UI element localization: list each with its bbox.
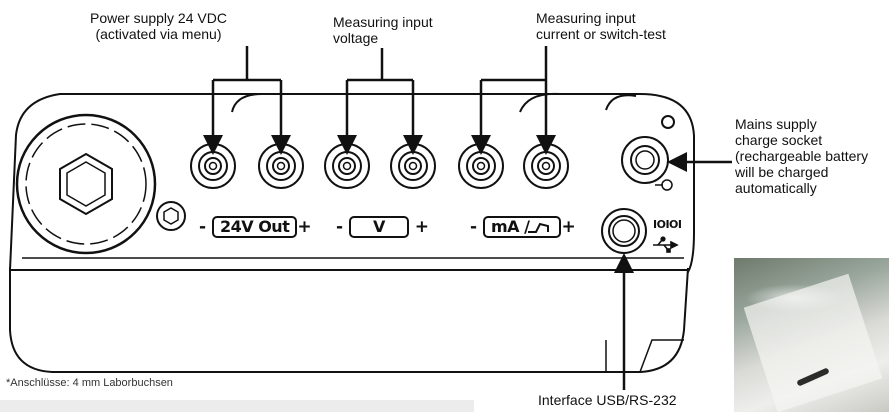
rotary-knob-icon bbox=[15, 113, 157, 255]
power-symbol-icon bbox=[655, 179, 673, 191]
jack-ma-minus bbox=[458, 143, 504, 189]
device-top-bump-far bbox=[605, 94, 637, 111]
switch-symbol-icon bbox=[528, 222, 549, 233]
label-v: V bbox=[348, 216, 409, 238]
jack-24v-plus bbox=[258, 143, 304, 189]
device-lower-body bbox=[9, 267, 689, 373]
usb-symbol-icon bbox=[653, 236, 679, 253]
minus-sign: - bbox=[199, 217, 207, 237]
label-24v-out: 24V Out bbox=[211, 216, 298, 238]
panel-label-24v: - 24V Out+ bbox=[199, 216, 312, 238]
usb-socket-icon bbox=[601, 208, 647, 254]
photo-paper bbox=[743, 273, 883, 412]
plus-sign: + bbox=[297, 217, 312, 237]
footnote: *Anschlüsse: 4 mm Laborbuchsen bbox=[6, 377, 173, 389]
jack-v-minus bbox=[324, 143, 370, 189]
callout-mains-supply: Mains supply charge socket (rechargeable… bbox=[735, 116, 869, 196]
gray-bar bbox=[0, 400, 474, 412]
device-top-bump-right bbox=[519, 92, 561, 113]
jack-v-plus bbox=[390, 143, 436, 189]
callout-lines-voltage bbox=[337, 48, 423, 155]
callout-power-supply: Power supply 24 VDC (activated via menu) bbox=[90, 10, 227, 42]
callout-measuring-voltage: Measuring input voltage bbox=[333, 14, 433, 46]
plus-sign: + bbox=[414, 217, 430, 237]
device-top-bump-left bbox=[231, 93, 263, 113]
jack-24v-minus bbox=[190, 143, 236, 189]
callout-lines-power bbox=[203, 46, 291, 155]
panel-label-v: - V + bbox=[336, 216, 429, 238]
device-foot-right bbox=[605, 339, 684, 373]
io-symbol-label: IOIOI bbox=[653, 218, 682, 231]
label-ma: mA / bbox=[482, 216, 562, 238]
callout-lines-current bbox=[471, 46, 556, 155]
indicator-led bbox=[661, 115, 675, 129]
plus-sign: + bbox=[561, 217, 576, 237]
jack-ma-plus bbox=[523, 143, 569, 189]
mains-socket-icon bbox=[621, 136, 669, 184]
hex-screw-icon bbox=[156, 201, 186, 231]
callout-interface: Interface USB/RS-232 bbox=[538, 392, 677, 408]
minus-sign: - bbox=[336, 217, 344, 237]
photo-thumbnail bbox=[734, 258, 889, 412]
panel-label-ma: - mA /+ bbox=[470, 216, 576, 238]
callout-measuring-current: Measuring input current or switch-test bbox=[536, 10, 666, 42]
minus-sign: - bbox=[470, 217, 478, 237]
